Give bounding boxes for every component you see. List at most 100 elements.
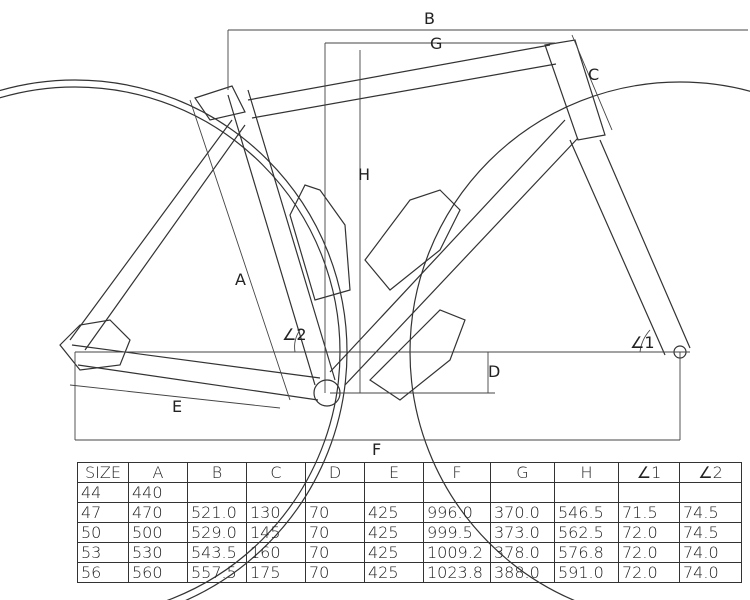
angle-arc-2	[294, 329, 301, 353]
label-angle-2: ∠2	[282, 325, 307, 344]
table-header-cell: D	[305, 462, 365, 483]
table-cell: 74.0	[679, 542, 742, 563]
dim-line-e	[69, 384, 281, 409]
table-cell: 373.0	[490, 522, 555, 543]
label-g: G	[430, 34, 442, 53]
table-header-cell: ∠2	[679, 462, 742, 483]
table-cell: 425	[364, 502, 424, 523]
table-cell: 440	[128, 482, 188, 503]
table-cell: 44	[77, 482, 129, 503]
fork	[569, 139, 691, 356]
label-h: H	[358, 165, 370, 184]
table-cell: 74.0	[679, 562, 742, 583]
table-cell: 1009.2	[423, 542, 491, 563]
table-cell	[423, 482, 491, 503]
table-cell	[554, 482, 619, 503]
table-cell: 543.5	[187, 542, 247, 563]
dim-line-b	[227, 29, 748, 90]
table-cell: 370.0	[490, 502, 555, 523]
table-header-cell: G	[490, 462, 555, 483]
table-cell: 130	[246, 502, 306, 523]
table-header-cell: B	[187, 462, 247, 483]
table-cell: 560	[128, 562, 188, 583]
table-cell	[364, 482, 424, 503]
table-cell: 546.5	[554, 502, 619, 523]
dim-line-d	[330, 352, 495, 394]
dim-line-f	[74, 352, 681, 441]
table-cell: 74.5	[679, 502, 742, 523]
seat-stay	[69, 119, 246, 351]
table-cell: 521.0	[187, 502, 247, 523]
table-cell	[187, 482, 247, 503]
table-cell: 74.5	[679, 522, 742, 543]
label-b: B	[424, 9, 435, 28]
table-cell: 378.0	[490, 542, 555, 563]
down-tube	[329, 119, 579, 386]
table-cell: 71.5	[618, 502, 680, 523]
table-cell: 56	[77, 562, 129, 583]
table-cell: 470	[128, 502, 188, 523]
bottle-down-tube	[364, 189, 461, 291]
table-cell: 70	[305, 502, 365, 523]
bottle-lower	[369, 309, 466, 401]
table-cell	[305, 482, 365, 503]
table-cell: 591.0	[554, 562, 619, 583]
table-cell: 72.0	[618, 562, 680, 583]
table-cell: 425	[364, 542, 424, 563]
table-cell: 388.0	[490, 562, 555, 583]
table-cell: 72.0	[618, 542, 680, 563]
table-cell: 70	[305, 562, 365, 583]
table-cell: 50	[77, 522, 129, 543]
table-cell: 500	[128, 522, 188, 543]
table-cell: 47	[77, 502, 129, 523]
table-cell: 557.5	[187, 562, 247, 583]
label-f: F	[372, 440, 381, 459]
table-cell: 1023.8	[423, 562, 491, 583]
label-d: D	[488, 362, 500, 381]
angle-arc-1	[639, 329, 651, 353]
seatpost	[194, 85, 246, 121]
table-cell: 576.8	[554, 542, 619, 563]
head-tube	[544, 39, 606, 141]
chain-stay	[71, 344, 321, 401]
table-cell: 70	[305, 522, 365, 543]
table-cell: 529.0	[187, 522, 247, 543]
table-header-cell: F	[423, 462, 491, 483]
bottle-seat-tube	[289, 184, 351, 301]
table-header-cell: C	[246, 462, 306, 483]
table-cell: 70	[305, 542, 365, 563]
table-cell	[490, 482, 555, 503]
table-cell: 562.5	[554, 522, 619, 543]
label-a: A	[235, 270, 246, 289]
seat-tube	[227, 89, 336, 386]
dim-line-a	[189, 99, 291, 401]
table-cell: 999.5	[423, 522, 491, 543]
dim-line-g	[324, 42, 555, 393]
table-cell	[246, 482, 306, 503]
label-angle-1: ∠1	[630, 333, 655, 352]
table-header-cell: H	[554, 462, 619, 483]
table-cell: 53	[77, 542, 129, 563]
table-cell	[618, 482, 680, 503]
table-header-cell: SIZE	[77, 462, 129, 483]
table-cell	[679, 482, 742, 503]
label-c: C	[588, 65, 599, 84]
table-cell: 996.0	[423, 502, 491, 523]
table-cell: 175	[246, 562, 306, 583]
table-cell: 72.0	[618, 522, 680, 543]
table-cell: 145	[246, 522, 306, 543]
table-cell: 425	[364, 522, 424, 543]
table-header-cell: A	[128, 462, 188, 483]
rear-brake-derailleur	[59, 319, 131, 371]
table-cell: 160	[246, 542, 306, 563]
dim-line-c	[571, 34, 613, 131]
label-e: E	[172, 397, 182, 416]
table-cell: 530	[128, 542, 188, 563]
